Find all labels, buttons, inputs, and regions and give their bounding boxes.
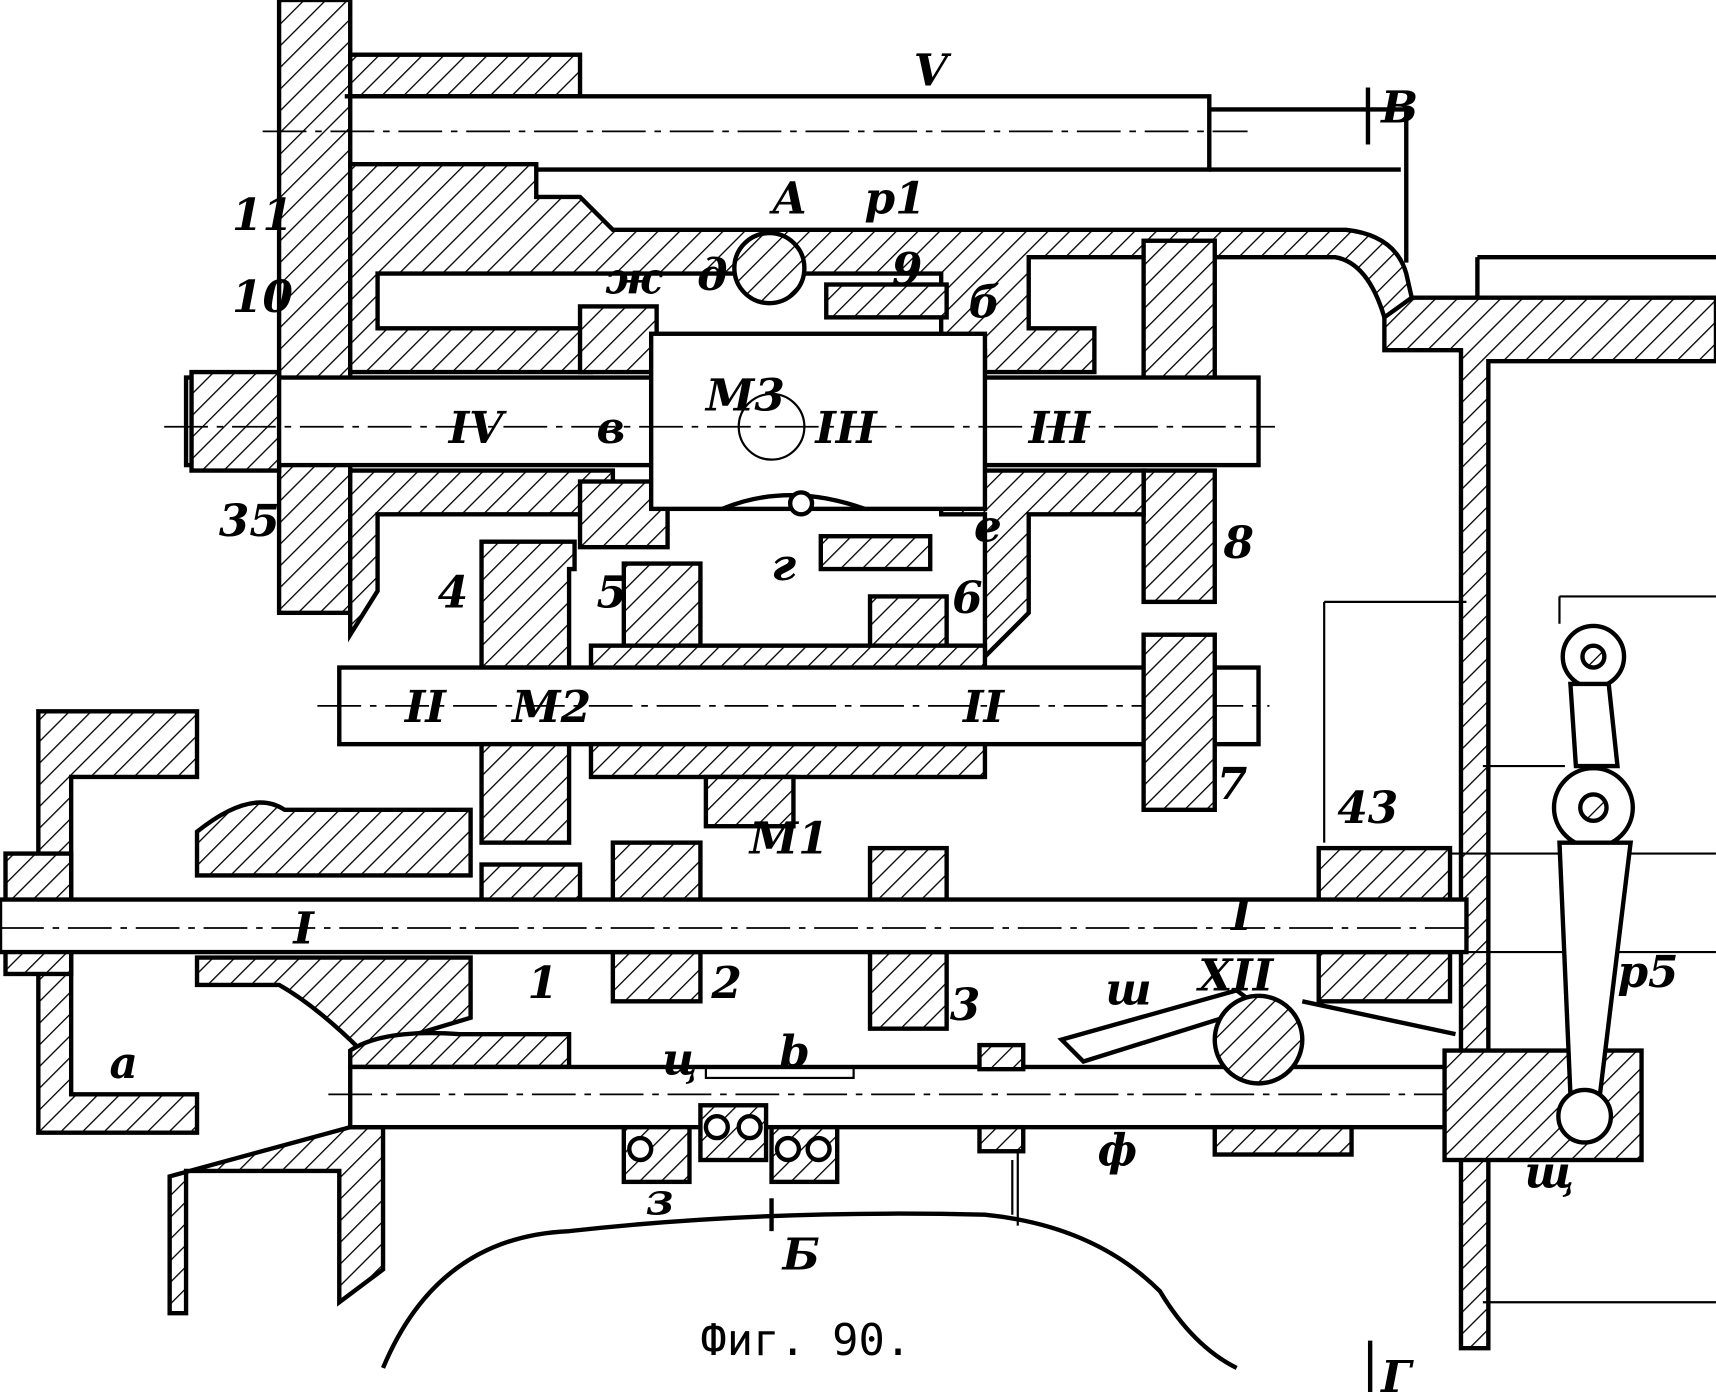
label-II-b: II [961,682,1005,733]
label-III-b: III [1027,403,1092,454]
label-z: з [646,1175,674,1226]
label-I-b: I [1229,890,1253,941]
top-gear [348,52,583,99]
label-f: ф [1098,1125,1137,1176]
flange-left-top [276,0,353,397]
gear-8-upper [1141,238,1217,386]
lever-p5 [1551,623,1635,1145]
label-II-a: II [403,682,447,733]
label-11: 11 [232,190,293,241]
label-B: B [1379,83,1418,134]
label-b-cyr: б [969,277,1001,328]
gear-7 [1141,632,1217,812]
shaft-i [0,709,1478,1135]
gear-10-lower [276,457,353,616]
gear-4 [479,539,577,670]
label-III-a: III [813,403,878,454]
label-XII: XII [1195,950,1274,1001]
label-IV: IV [447,403,507,454]
nut-35 [189,369,282,473]
label-8: 8 [1223,518,1254,569]
gear-2 [610,949,703,1004]
gear-43 [1316,845,1453,906]
shaft-ii [317,539,1270,845]
label-1: 1 [528,958,558,1009]
label-p1: p1 [865,173,926,224]
label-G: Г [1379,1352,1414,1392]
label-a: a [109,1038,137,1089]
label-43: 43 [1337,783,1398,834]
label-35: 35 [219,496,280,547]
label-B-cyr: Б [780,1229,819,1280]
label-g: г [772,540,797,591]
label-sh: ш [1105,965,1151,1016]
label-M2: M2 [510,682,591,733]
label-v: в [596,403,625,454]
lever-bracket [1442,1048,1644,1163]
label-ts: ц [662,1035,697,1086]
label-3: 3 [950,980,980,1031]
shaft-xii [1212,993,1305,1086]
shaft-v [262,0,1409,397]
label-M1: M1 [748,814,829,865]
label-I-a: I [291,903,315,954]
label-b: b [779,1027,810,1078]
label-7: 7 [1217,759,1247,810]
reference-labels: V B A p1 д ж 9 б 11 10 IV в M3 III III 3… [109,45,1678,1392]
label-shch: щ [1524,1147,1574,1198]
label-A: A [769,173,807,224]
gear-8-lower [1141,468,1217,605]
label-e: е [974,502,1002,553]
label-d: д [697,250,727,301]
key-b [704,1065,855,1080]
pin-a [732,230,807,306]
figure-caption: Фиг. 90. [700,1315,911,1366]
clutch-m1 [703,774,796,829]
label-M3: M3 [704,370,785,421]
label-9: 9 [892,245,922,296]
label-4: 4 [438,567,468,618]
label-V: V [914,45,952,96]
label-2: 2 [710,958,741,1009]
label-5: 5 [596,567,626,618]
lower-rod [167,987,1644,1316]
machine-bed [381,1211,1238,1370]
label-10: 10 [232,272,293,323]
gear-3 [867,949,949,1031]
label-zh: ж [605,253,663,304]
ball-bearings [621,1103,840,1185]
shaft-iv-iii [164,331,1275,517]
gear-2-top [610,840,703,906]
label-p5: p5 [1617,947,1678,998]
label-6: 6 [952,573,982,624]
